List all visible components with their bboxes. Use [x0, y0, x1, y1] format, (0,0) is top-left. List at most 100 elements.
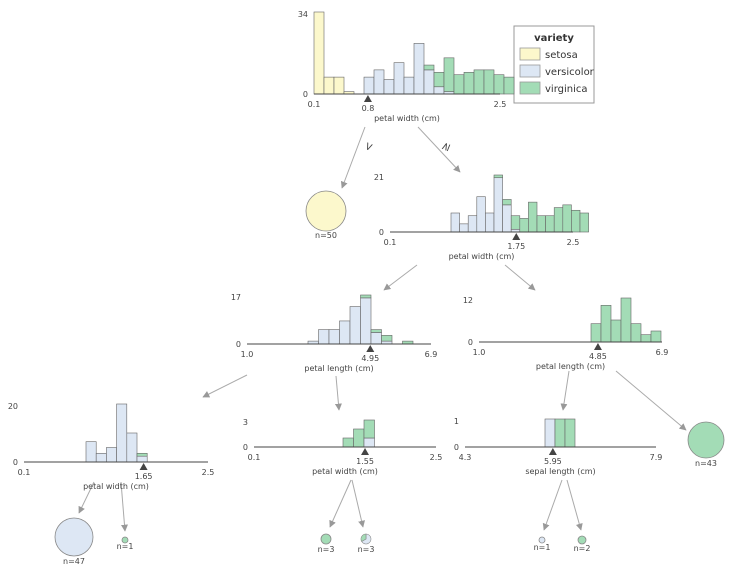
x-min-label-n3: 1.0: [241, 350, 254, 359]
feature-label-n6: petal width (cm): [312, 467, 378, 476]
y-min-label-n4: 0: [468, 338, 473, 347]
legend-swatch-setosa: [519, 47, 541, 61]
histogram-bar-root-13-2: [443, 57, 455, 92]
y-max-label-n6: 3: [243, 418, 248, 427]
legend-title: variety: [534, 33, 574, 44]
edge-root-n2: [417, 126, 461, 173]
x-min-label-n4: 1.0: [473, 348, 486, 357]
histogram-bar-root-11-2: [423, 64, 435, 71]
leaf-node-leaf-versicolor-1: n=1: [534, 536, 551, 552]
histogram-bar-n2-5-2: [493, 174, 503, 179]
histogram-bar-n2-12-2: [553, 207, 564, 233]
histogram-bar-n6-0-2: [342, 437, 354, 448]
histogram-bar-n3-2-1: [328, 329, 340, 345]
x-max-label-n5: 2.5: [202, 468, 215, 477]
histogram-bar-n3-5-2: [360, 294, 372, 299]
x-min-label-n2: 0.1: [384, 238, 397, 247]
histogram-bar-n4-4-2: [630, 323, 642, 343]
leaf-count-leaf-mixed-3: n=3: [358, 545, 375, 554]
histogram-bar-n2-6-2: [502, 199, 512, 206]
histogram-bar-n4-3-2: [620, 297, 632, 343]
edge-n2-n3: [383, 264, 418, 291]
leaf-slice-leaf-mixed-3-2: [360, 533, 367, 542]
x-min-label-n6: 0.1: [248, 453, 261, 462]
histogram-bar-root-9-1: [403, 76, 415, 95]
y-max-label-root: 34: [298, 10, 308, 19]
histogram-bar-n5-5-2: [136, 452, 148, 457]
histogram-bar-n4-6-2: [650, 330, 662, 343]
feature-label-n5: petal width (cm): [83, 482, 149, 491]
leaf-node-leaf-virginica-3: n=3: [318, 533, 335, 554]
split-marker-n2: [512, 233, 521, 240]
x-min-label-n5: 0.1: [18, 468, 31, 477]
histogram-bar-n7-1-2: [554, 418, 566, 448]
y-max-label-n2: 21: [374, 173, 384, 182]
leaf-count-leaf-virginica-1: n=1: [117, 542, 134, 551]
histogram-bar-n3-5-1: [360, 297, 372, 345]
leaf-node-leaf-virginica-1: n=1: [117, 536, 134, 551]
histogram-bar-n2-15-2: [579, 212, 589, 233]
histogram-bar-root-1-0: [323, 76, 335, 95]
histogram-bar-n5-0-1: [85, 441, 97, 463]
split-value-n2: 1.75: [507, 242, 525, 251]
histogram-bar-root-19-2: [503, 76, 515, 95]
split-value-root: 0.8: [362, 104, 375, 113]
edge-n7-leaf1: [542, 479, 563, 531]
histogram-bar-n2-0-1: [450, 212, 460, 233]
histogram-bar-n3-7-2: [381, 335, 393, 342]
histogram-bar-n2-5-1: [493, 177, 503, 233]
histogram-bar-n2-3-1: [476, 196, 486, 233]
x-max-label-n6: 2.5: [430, 453, 443, 462]
edge-n6-leaf3b: [351, 479, 365, 528]
legend: variety setosa versicolor virginica: [513, 25, 595, 104]
histogram-bar-root-10-1: [413, 43, 425, 95]
y-min-label-n5: 0: [13, 458, 18, 467]
edge-n5-leaf47: [78, 481, 95, 514]
leaf-count-leaf-virginica-3: n=3: [318, 545, 335, 554]
legend-label-virginica: virginica: [545, 84, 588, 95]
histogram-bar-n2-11-2: [545, 215, 555, 233]
x-max-label-root: 2.5: [494, 100, 507, 109]
split-value-n3: 4.95: [361, 354, 379, 363]
histogram-bar-n2-10-2: [536, 215, 546, 233]
split-value-n5: 1.65: [135, 472, 153, 481]
histogram-bar-root-17-2: [483, 69, 495, 95]
legend-label-setosa: setosa: [545, 50, 578, 61]
leaf-count-leaf-setosa: n=50: [315, 231, 337, 240]
feature-label-root: petal width (cm): [374, 114, 440, 123]
x-max-label-n4: 6.9: [656, 348, 669, 357]
histogram-bar-n3-1-1: [318, 329, 330, 345]
histogram-bar-n4-5-2: [640, 334, 652, 343]
y-max-label-n5: 20: [8, 402, 18, 411]
histogram-bar-root-18-2: [493, 74, 505, 95]
edge-n4-leaf43: [615, 370, 687, 431]
histogram-bar-n2-4-1: [485, 212, 495, 233]
histogram-bar-n3-6-2: [370, 329, 382, 333]
y-min-label-n3: 0: [236, 340, 241, 349]
histogram-bar-root-12-2: [433, 71, 445, 88]
legend-label-versicolor: versicolor: [545, 67, 595, 78]
legend-swatch-virginica: [519, 81, 541, 95]
leaf-count-leaf-versicolor-1: n=1: [534, 543, 551, 552]
histogram-bar-n2-7-2: [510, 215, 521, 230]
edge-n4-n7: [560, 370, 570, 411]
histogram-bar-n4-2-2: [610, 319, 622, 343]
split-value-n7: 5.95: [544, 457, 562, 466]
histogram-bar-n2-13-2: [562, 204, 572, 233]
feature-label-n7: sepal length (cm): [525, 467, 595, 476]
leaf-pie-leaf-versicolor-47: [54, 517, 94, 557]
y-min-label-n7: 0: [454, 443, 459, 452]
edge-n5-leaf1: [120, 481, 128, 532]
leaf-node-leaf-mixed-3: n=3: [358, 533, 375, 554]
tree-edges: [78, 126, 687, 532]
split-marker-n5: [139, 463, 148, 470]
histogram-bar-n2-2-1: [467, 215, 478, 233]
split-marker-root: [363, 95, 372, 102]
leaf-pie-leaf-virginica-1: [121, 536, 129, 544]
histogram-bar-n7-0-1: [544, 418, 556, 448]
leaf-count-leaf-virginica-43: n=43: [695, 459, 717, 468]
